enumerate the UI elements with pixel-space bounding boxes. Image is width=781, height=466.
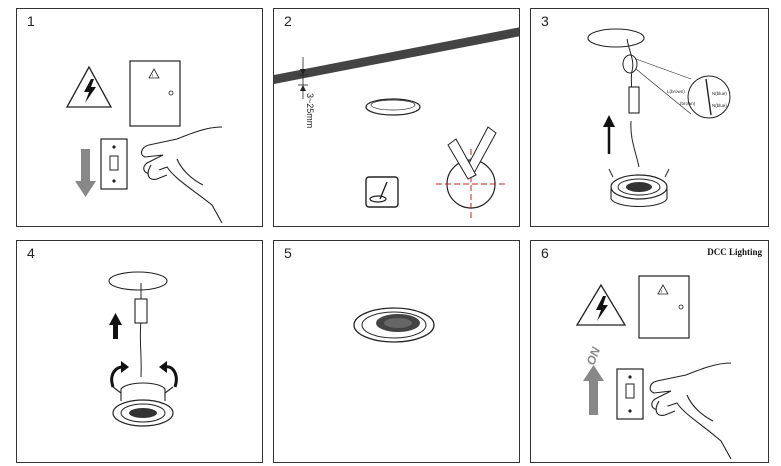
- thickness-marker: [298, 57, 308, 99]
- step-number: 2: [284, 13, 292, 29]
- step-panel-4: 4: [16, 240, 263, 463]
- fuse-box-icon: !: [129, 60, 181, 127]
- up-arrow-icon: [603, 115, 615, 154]
- hole-saw-icon: [365, 176, 399, 208]
- ceiling-hole: [365, 98, 421, 116]
- driver-box: [134, 298, 148, 324]
- step-number: 5: [284, 245, 292, 261]
- step-3-illustration: L(brown) N(blue) (brown) N(blue): [587, 28, 731, 207]
- wire: [139, 283, 142, 378]
- step-4-illustration: [108, 271, 178, 427]
- step-number: 1: [27, 13, 35, 29]
- down-arrow-icon: [75, 149, 96, 197]
- svg-text:!: !: [661, 289, 662, 294]
- step-2-illustration: 3~25mm: [274, 27, 519, 219]
- step-number: 6: [541, 245, 549, 261]
- up-arrow-icon: [583, 365, 604, 415]
- fuse-box-icon: !: [638, 275, 690, 339]
- ceiling-hole: [587, 28, 645, 48]
- up-arrow-icon: [109, 313, 122, 339]
- wire-label-1: L(brown): [667, 89, 685, 94]
- downlight-icon: [112, 382, 174, 427]
- driver-box: [628, 86, 640, 114]
- rotate-arrow-icon: [110, 361, 129, 388]
- step-number: 3: [541, 13, 549, 29]
- crosshair-icon: [436, 126, 506, 219]
- hand-icon: [140, 126, 223, 224]
- step-1-illustration: !: [65, 60, 223, 224]
- wire-label-3: (brown): [680, 101, 696, 106]
- svg-text:!: !: [152, 73, 153, 78]
- lightning-warning-icon: [575, 283, 627, 326]
- wire-label-4: N(blue): [712, 103, 727, 108]
- lightning-warning-icon: [65, 65, 113, 108]
- rotate-arrow-icon: [159, 361, 178, 388]
- wire-label-2: N(blue): [712, 91, 727, 96]
- wall-switch-icon: [616, 368, 644, 420]
- step-panel-1: 1 !: [16, 8, 263, 227]
- step-5-illustration: [353, 307, 435, 343]
- step-panel-2: 2 3~25mm: [273, 8, 520, 227]
- ceiling-hole: [108, 271, 168, 291]
- hand-icon: [649, 362, 732, 460]
- step-panel-5: 5: [273, 240, 520, 463]
- wall-switch-icon: [100, 138, 128, 190]
- power-on-label: ON: [584, 345, 603, 367]
- ceiling-board: [274, 27, 519, 84]
- downlight-icon: [608, 168, 670, 207]
- step-number: 4: [27, 245, 35, 261]
- step-6-illustration: ! ON: [575, 275, 732, 460]
- brand-label: DCC Lighting: [707, 247, 762, 257]
- cutout-gap-label: 3~25mm: [305, 93, 315, 128]
- step-panel-6: 6 DCC Lighting ! ON: [530, 240, 769, 463]
- step-panel-3: 3 L(brown) N(blue) (brown) N(blue): [530, 8, 769, 227]
- connector-zoom-circle: [622, 54, 731, 119]
- downlight-icon: [353, 307, 435, 343]
